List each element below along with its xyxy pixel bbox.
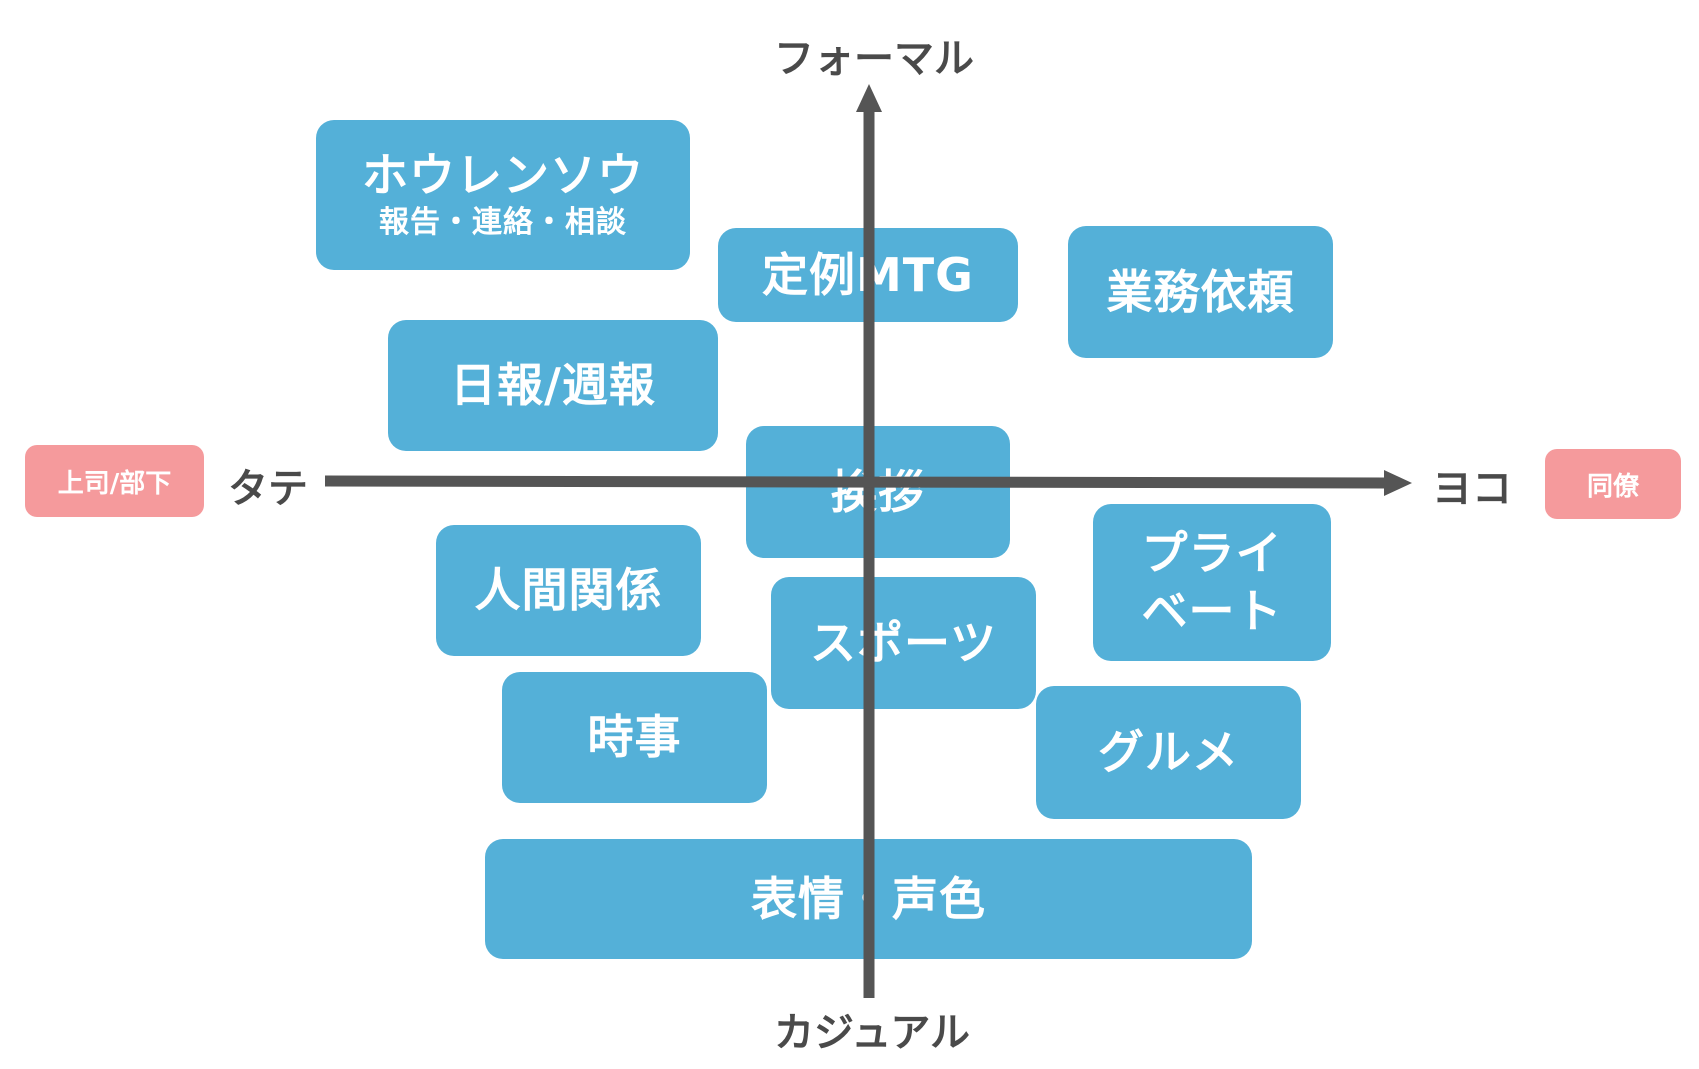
topic-ningen-kankei-label: 人間関係: [474, 563, 663, 618]
axis-label-tate: タテ: [228, 466, 308, 512]
topic-gurume: グルメ: [1036, 686, 1301, 819]
tag-colleague: 同僚: [1545, 449, 1681, 519]
topic-sports-label: スポーツ: [809, 615, 998, 670]
topic-sports: スポーツ: [771, 577, 1036, 709]
topic-aisatsu-label: 挨拶: [831, 464, 925, 519]
topic-gyomu-irai: 業務依頼: [1068, 226, 1333, 358]
axis-label-formal: フォーマル: [774, 36, 974, 82]
topic-aisatsu: 挨拶: [746, 426, 1010, 558]
topic-jiji-label: 時事: [587, 710, 682, 765]
horizontal-axis: [324, 475, 1386, 489]
topic-private: プライ ベート: [1093, 504, 1331, 661]
topic-ningen-kankei: 人間関係: [436, 525, 701, 656]
tag-boss-subordinate: 上司/部下: [25, 445, 204, 517]
axis-label-yoko: ヨコ: [1432, 466, 1512, 512]
topic-hourensou-subtitle: 報告・連絡・相談: [379, 205, 627, 241]
topic-hourensou: ホウレンソウ 報告・連絡・相談: [316, 120, 690, 270]
topic-nippo-shuho: 日報/週報: [388, 320, 718, 451]
topic-private-line1: プライ: [1141, 526, 1283, 580]
topic-private-line2: ベート: [1141, 583, 1283, 638]
topic-nippo-shuho-label: 日報/週報: [450, 358, 656, 413]
topic-jiji: 時事: [502, 672, 767, 803]
topic-gyomu-irai-label: 業務依頼: [1106, 264, 1295, 319]
topic-hourensou-title: ホウレンソウ: [362, 148, 644, 203]
horizontal-axis-arrowhead: [1384, 470, 1412, 496]
axis-label-casual: カジュアル: [774, 1010, 970, 1056]
vertical-axis-arrowhead: [856, 84, 882, 112]
topic-gurume-label: グルメ: [1098, 725, 1239, 780]
